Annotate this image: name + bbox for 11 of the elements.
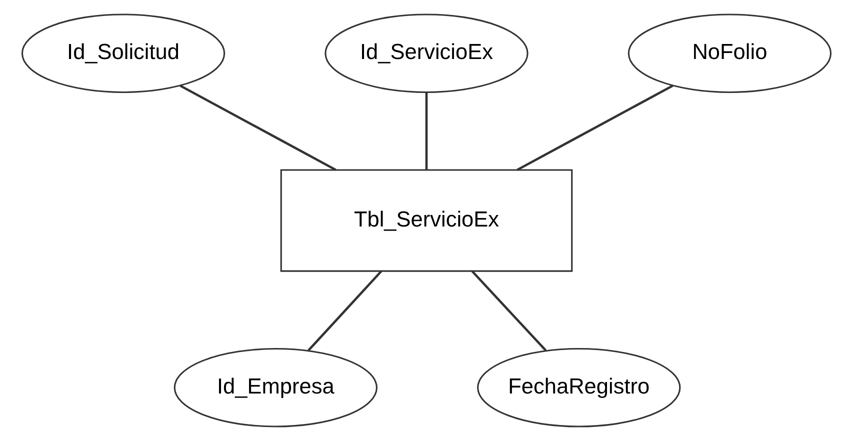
node-ellipse: NoFolio	[628, 14, 832, 93]
connector	[180, 84, 336, 171]
node-ellipse: FechaRegistro	[477, 348, 681, 428]
connector	[516, 84, 674, 171]
node-ellipse: Id_Solicitud	[21, 14, 226, 93]
node-ellipse: Id_ServicioEx	[324, 14, 528, 93]
connector	[471, 270, 547, 352]
node-box: Tbl_ServicioEx	[280, 169, 573, 272]
connector	[308, 270, 382, 352]
connector	[425, 92, 428, 170]
node-ellipse: Id_Empresa	[174, 348, 378, 428]
